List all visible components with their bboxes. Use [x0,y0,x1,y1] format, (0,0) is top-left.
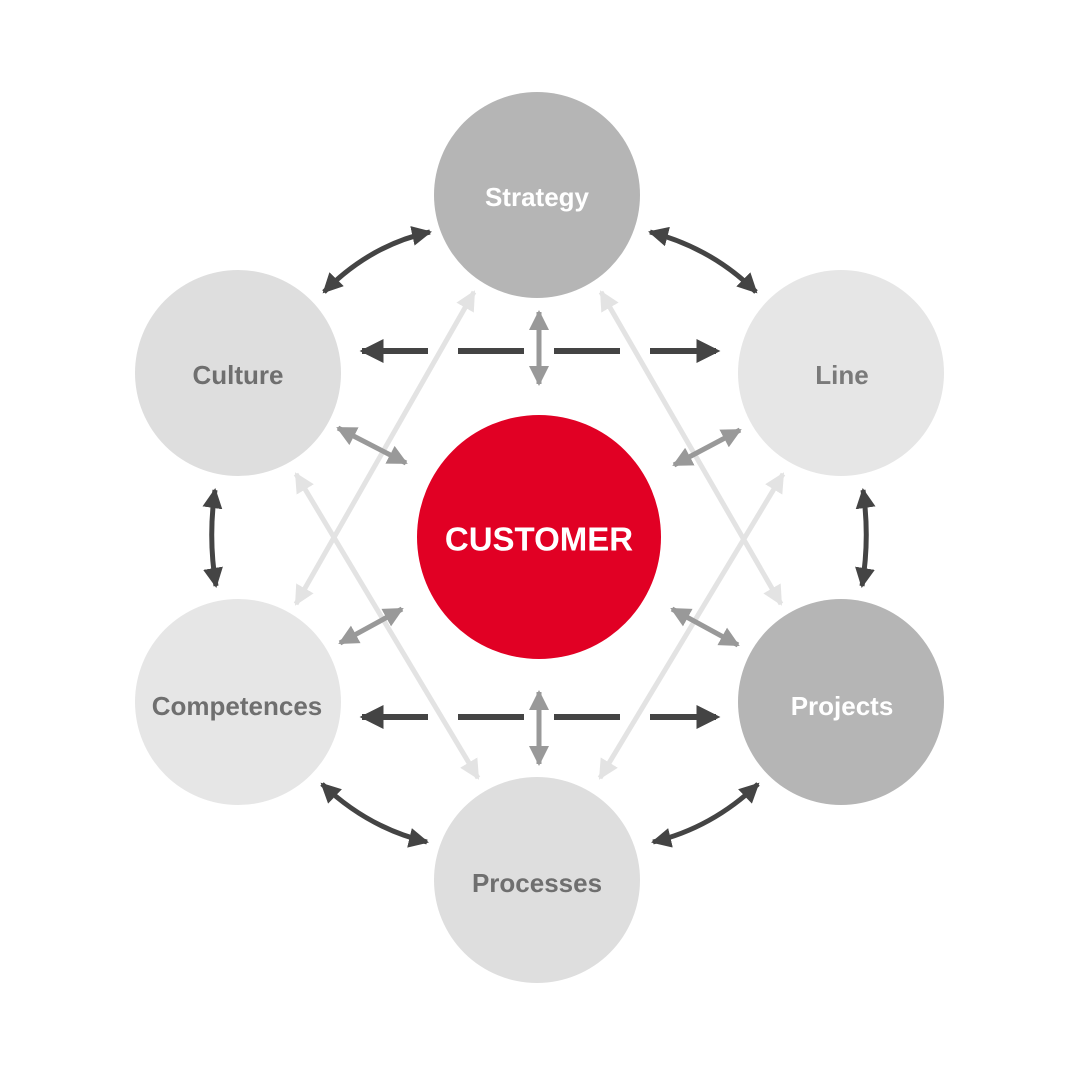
arrow-competences-customer [338,606,404,646]
node-processes: Processes [434,777,640,983]
arrow-culture-customer [336,425,408,466]
node-culture-label: Culture [193,360,284,390]
node-projects-label: Projects [791,691,894,721]
node-customer-label: CUSTOMER [445,521,633,558]
arrow-strategy-line [648,226,758,294]
node-line-circle [738,270,944,476]
node-competences-circle [135,599,341,805]
node-competences-label: Competences [152,691,323,721]
node-culture-circle [135,270,341,476]
dark-horizontal-arrows [359,339,721,729]
node-customer-circle [417,415,661,659]
mid-spoke-arrows [336,310,742,766]
node-processes-label: Processes [472,868,602,898]
arrow-competences-culture [202,488,223,588]
node-processes-circle [434,777,640,983]
node-culture: Culture [135,270,341,476]
arrow-line-projects [855,488,876,588]
dark-ring-arrows [202,226,876,848]
arrow-culture-strategy [322,226,432,294]
arrow-projects-processes [651,782,760,848]
arrow-line-customer [672,427,742,468]
node-projects-circle [738,599,944,805]
node-projects: Projects [738,599,944,805]
arrow-projects-customer [670,606,740,648]
node-competences: Competences [135,599,341,805]
arrow-processes-competences [320,782,429,848]
node-strategy-circle [434,92,640,298]
node-line: Line [738,270,944,476]
node-customer: CUSTOMER [417,415,661,659]
node-strategy-label: Strategy [485,182,590,212]
node-line-label: Line [815,360,868,390]
node-strategy: Strategy [434,92,640,298]
